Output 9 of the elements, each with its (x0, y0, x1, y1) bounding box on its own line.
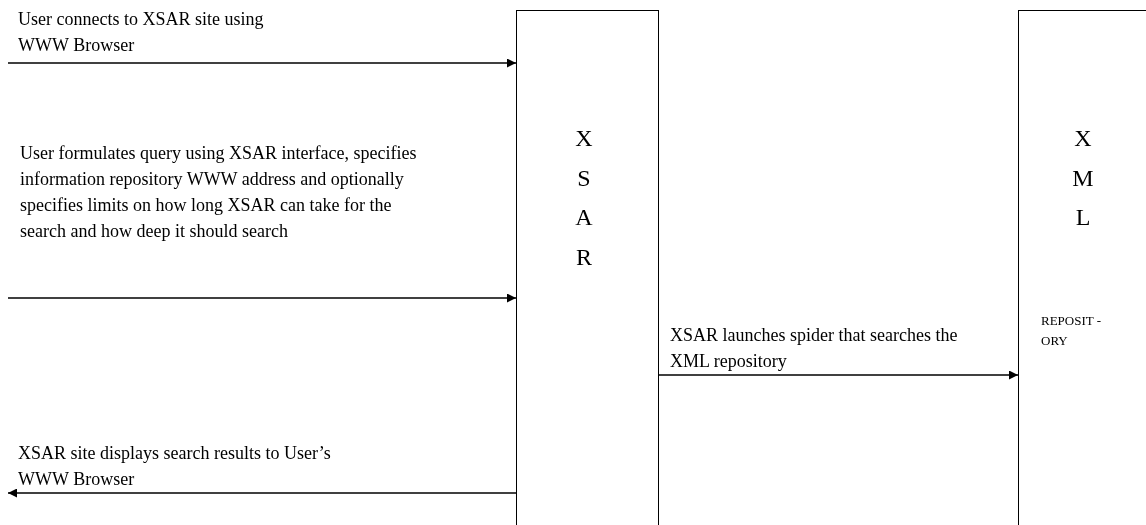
process-box (516, 10, 659, 525)
vertical-title: XSAR (574, 124, 594, 272)
arrow (7, 293, 517, 303)
arrow (7, 488, 517, 498)
arrow (7, 58, 517, 68)
arrow (658, 370, 1019, 380)
box-label: REPOSIT - ORY (1041, 312, 1103, 350)
process-box (1018, 10, 1146, 525)
vertical-title: XML (1071, 124, 1095, 233)
